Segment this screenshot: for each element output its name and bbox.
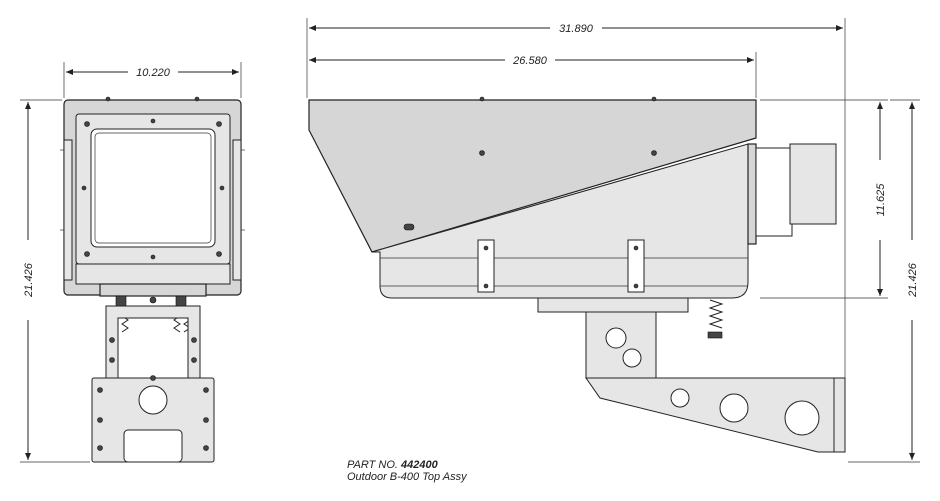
part-number-line: PART NO. 442400 bbox=[347, 459, 438, 471]
front-height-dimension: 21.426 bbox=[23, 262, 35, 298]
part-number-label: PART NO. bbox=[347, 459, 398, 471]
side-view: 31.890 26.580 11.625 21.426 bbox=[306, 18, 920, 463]
overall-height-dimension: 21.426 bbox=[907, 262, 919, 298]
part-number: 442400 bbox=[401, 459, 438, 471]
overall-length-dimension: 31.890 bbox=[559, 23, 594, 35]
housing-length-dimension: 26.580 bbox=[512, 55, 548, 67]
front-view: 10.220 21.426 bbox=[20, 62, 245, 463]
cable-gland-icon bbox=[707, 299, 724, 339]
housing-height-dimension: 11.625 bbox=[875, 183, 887, 217]
front-width-dimension: 10.220 bbox=[136, 67, 171, 79]
assembly-description: Outdoor B-400 Top Assy bbox=[347, 471, 467, 483]
cable-gland-icon bbox=[115, 295, 187, 307]
